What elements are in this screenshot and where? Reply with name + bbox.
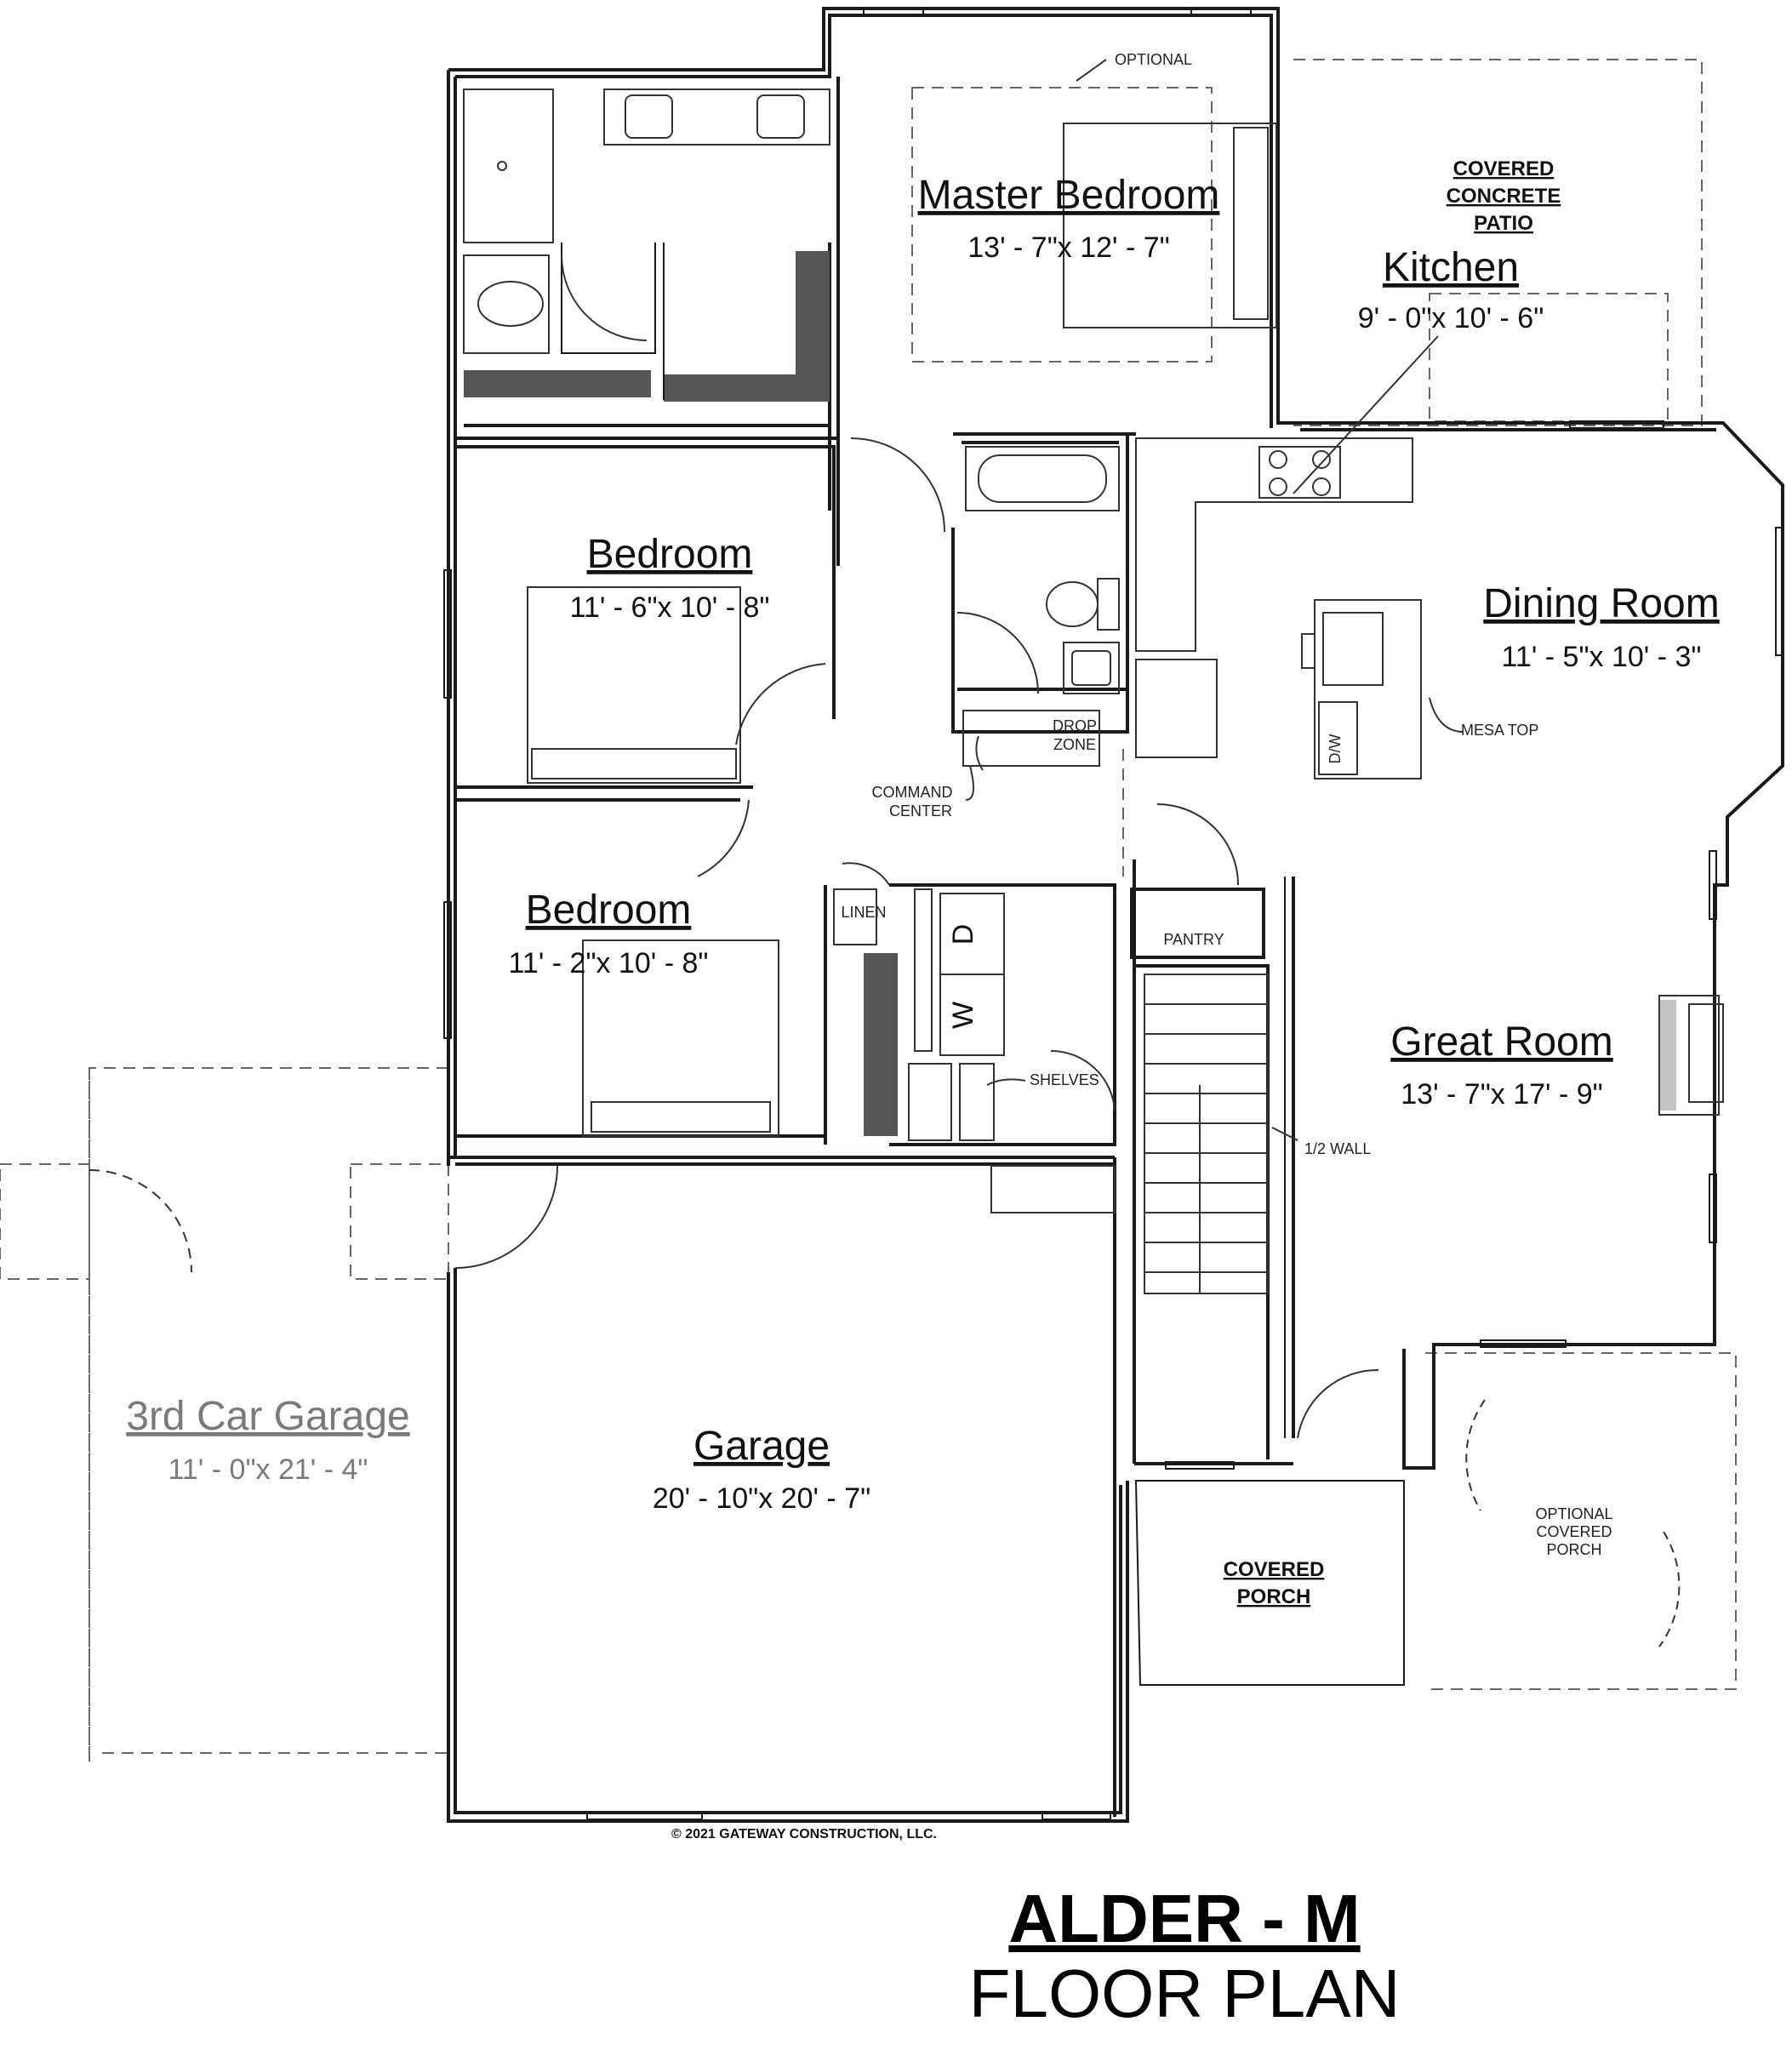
kitchen-name: Kitchen: [1383, 245, 1519, 290]
garage-size: 20' - 10"x 20' - 7": [653, 1482, 870, 1515]
optional-porch-line-1: OPTIONAL: [1535, 1505, 1612, 1522]
optional-porch-line-2: COVERED: [1536, 1523, 1612, 1540]
interior-walls: [455, 77, 1295, 1459]
bedroom-2-size: 11' - 2"x 10' - 8": [509, 947, 709, 979]
annotations: OPTIONAL COVERED CONCRETE PATIO DROP ZON…: [671, 51, 1613, 1842]
exterior-walls: [447, 7, 1784, 1823]
optional-areas: [0, 59, 1737, 1762]
optional-porch-line-3: PORCH: [1546, 1541, 1601, 1558]
dining-room-name: Dining Room: [1483, 581, 1719, 626]
plan-title-block: ALDER - M FLOOR PLAN: [969, 1881, 1401, 2031]
third-car-garage-name: 3rd Car Garage: [126, 1394, 410, 1439]
great-room-name: Great Room: [1390, 1019, 1612, 1065]
optional-note: OPTIONAL: [1115, 51, 1192, 68]
bedroom-1-size: 11' - 6"x 10' - 8": [570, 591, 770, 624]
dryer-label: D: [947, 924, 979, 945]
covered-porch-line-1: COVERED: [1224, 1558, 1325, 1581]
half-wall-label: 1/2 WALL: [1304, 1140, 1371, 1157]
master-bedroom-size: 13' - 7"x 12' - 7": [967, 231, 1169, 264]
room-labels: Master Bedroom 13' - 7"x 12' - 7" Kitche…: [126, 173, 1719, 1515]
master-bedroom-name: Master Bedroom: [918, 173, 1220, 218]
bedroom-2-name: Bedroom: [526, 888, 692, 933]
plan-subtitle: FLOOR PLAN: [969, 1956, 1401, 2031]
mesa-top-note: MESA TOP: [1461, 722, 1538, 739]
patio-label-line-2: CONCRETE: [1447, 185, 1561, 208]
patio-label-line-1: COVERED: [1453, 157, 1555, 180]
plan-title: ALDER - M: [1008, 1881, 1360, 1956]
windows: [443, 8, 1783, 1820]
dishwasher-label: D/W: [1327, 734, 1344, 764]
fixtures: [463, 89, 1724, 1294]
patio-label-line-3: PATIO: [1474, 212, 1533, 235]
command-center-line-1: COMMAND: [872, 784, 953, 801]
command-center-line-2: CENTER: [889, 802, 952, 819]
drop-zone-line-2: ZONE: [1053, 736, 1096, 753]
kitchen-size: 9' - 0"x 10' - 6": [1358, 302, 1544, 334]
garage-name: Garage: [693, 1424, 830, 1469]
copyright-notice: © 2021 GATEWAY CONSTRUCTION, LLC.: [671, 1827, 937, 1842]
drop-zone-line-1: DROP: [1053, 717, 1097, 734]
pantry-label: PANTRY: [1163, 931, 1224, 948]
door-swings: [454, 59, 1681, 1647]
bedroom-1-name: Bedroom: [587, 532, 753, 577]
shelves-label: SHELVES: [1030, 1071, 1099, 1088]
linen-label: LINEN: [841, 904, 886, 921]
washer-label: W: [947, 1002, 979, 1029]
third-car-garage-size: 11' - 0"x 21' - 4": [168, 1453, 368, 1486]
covered-porch-line-2: PORCH: [1237, 1585, 1311, 1608]
dining-room-size: 11' - 5"x 10' - 3": [1502, 641, 1702, 673]
great-room-size: 13' - 7"x 17' - 9": [1401, 1078, 1602, 1111]
